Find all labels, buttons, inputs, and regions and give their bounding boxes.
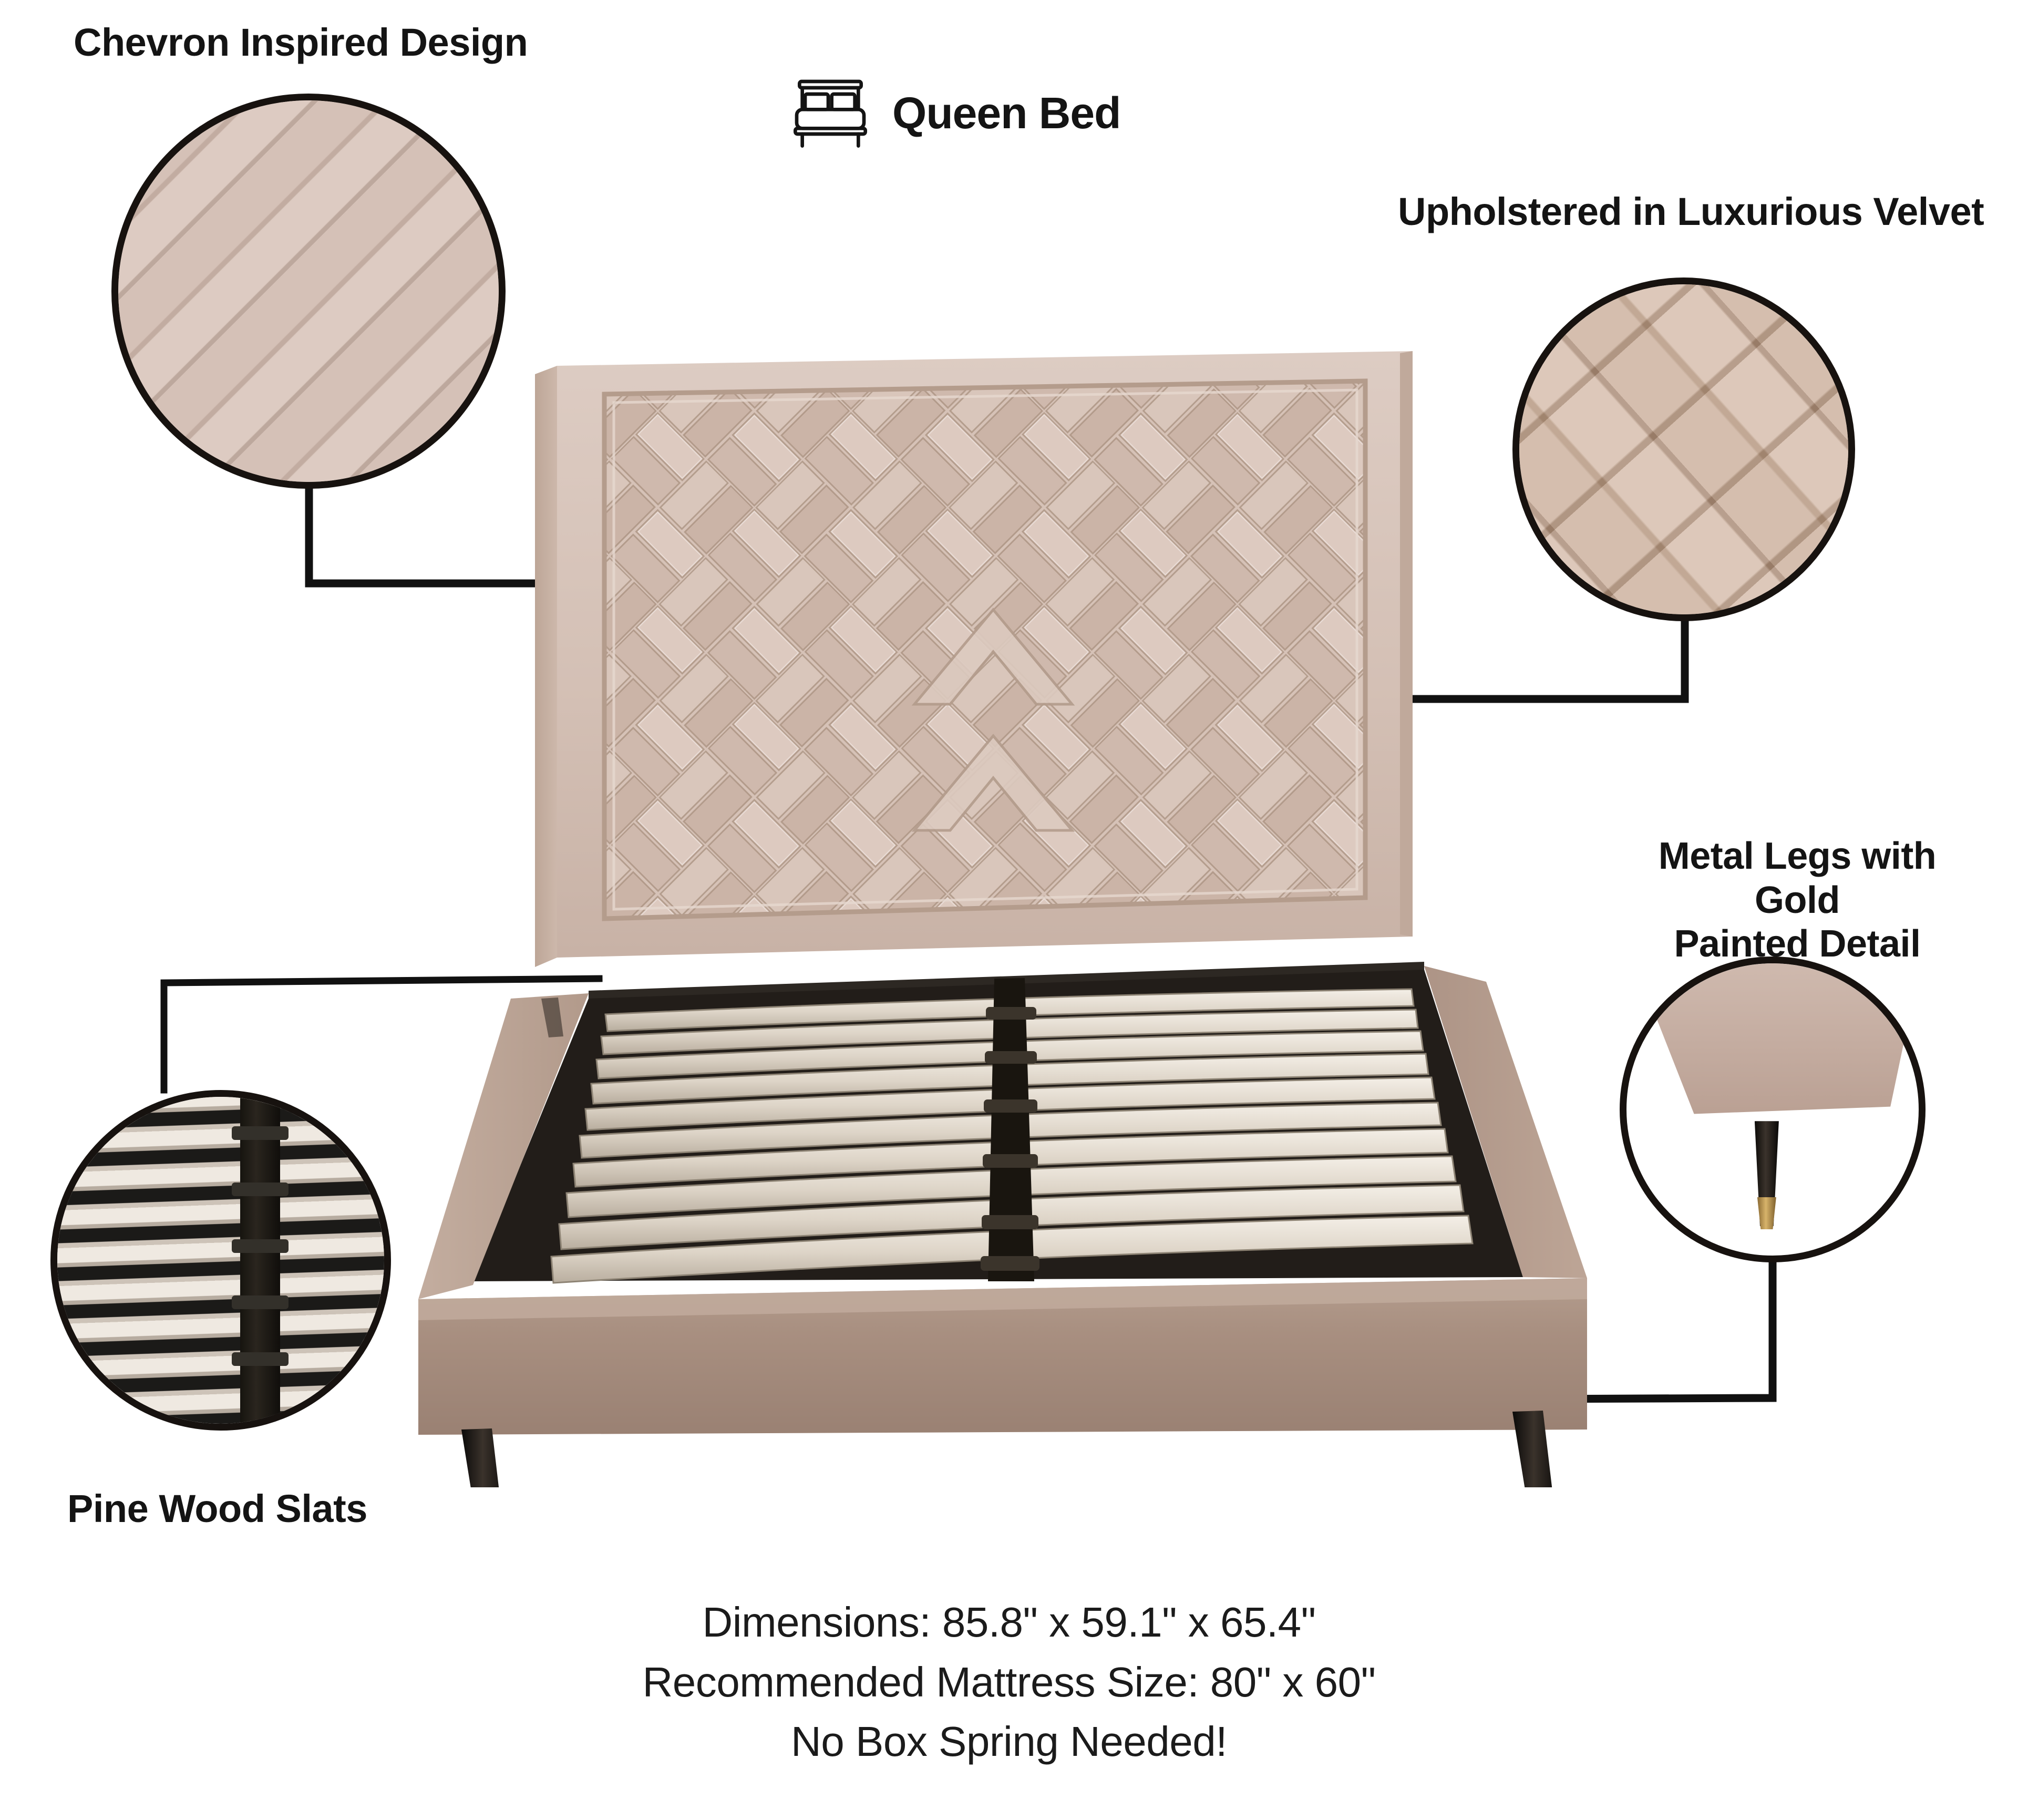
frame-front-rail-highlight: [418, 1278, 1587, 1320]
frame-front-rail: [418, 1278, 1587, 1435]
callout-label-legs-line2: Painted Detail: [1674, 923, 1921, 965]
bed-icon: [794, 79, 867, 148]
spec-dimensions: Dimensions: 85.8" x 59.1" x 65.4": [702, 1599, 1316, 1646]
callout-circle-legs: [1620, 957, 1926, 1262]
headboard-chevron-motif: [911, 608, 1075, 832]
leg-gold-tip-shape: [1757, 1197, 1776, 1229]
specifications-block: Dimensions: 85.8" x 59.1" x 65.4" Recomm…: [0, 1592, 2018, 1772]
callout-circle-velvet: [1512, 277, 1855, 621]
callout-circle-slats: [50, 1090, 391, 1431]
chevron-quilt-detail: [118, 100, 499, 482]
leg-front-right: [1512, 1411, 1552, 1487]
headboard-right-edge: [1400, 351, 1413, 937]
bed-illustration: [368, 315, 1692, 1487]
headboard-panel-inner-highlight: [612, 388, 1358, 911]
page-title: Queen Bed: [892, 88, 1121, 138]
slat-platform: [473, 970, 1523, 1284]
connector-slats: [160, 975, 603, 1094]
gold-tipped-leg-detail: [1626, 963, 1919, 1256]
callout-label-slats: Pine Wood Slats: [67, 1487, 367, 1530]
frame-corner-shape: [1629, 963, 1919, 1114]
wood-slat-detail: [57, 1097, 384, 1424]
slat-center-rail-shape: [232, 1097, 289, 1424]
spec-mattress-size: Recommended Mattress Size: 80" x 60": [642, 1658, 1376, 1705]
bed-graphic: [418, 351, 1587, 1487]
callout-circle-chevron: [111, 94, 506, 489]
callout-label-legs: Metal Legs with Gold Painted Detail: [1613, 835, 1981, 966]
velvet-weave-detail: [1519, 284, 1848, 614]
frame-right-rail: [1424, 966, 1587, 1278]
headboard-panel-border: [602, 378, 1368, 921]
product-title-block: Queen Bed: [788, 74, 1121, 152]
headboard-left-edge: [535, 366, 557, 967]
callout-label-chevron: Chevron Inspired Design: [74, 20, 528, 64]
slat-clips: [981, 1007, 1039, 1271]
frame-left-rail: [418, 993, 589, 1299]
leg-back-left: [541, 998, 563, 1037]
leg-front-left: [461, 1428, 499, 1487]
callout-label-velvet: Upholstered in Luxurious Velvet: [1398, 190, 1984, 233]
spec-box-spring: No Box Spring Needed!: [790, 1718, 1228, 1765]
callout-label-legs-line1: Metal Legs with Gold: [1658, 835, 1937, 921]
slat-stack-shape: [57, 1097, 384, 1424]
bed-legs: [461, 998, 1552, 1487]
connector-legs: [1514, 1258, 1777, 1403]
